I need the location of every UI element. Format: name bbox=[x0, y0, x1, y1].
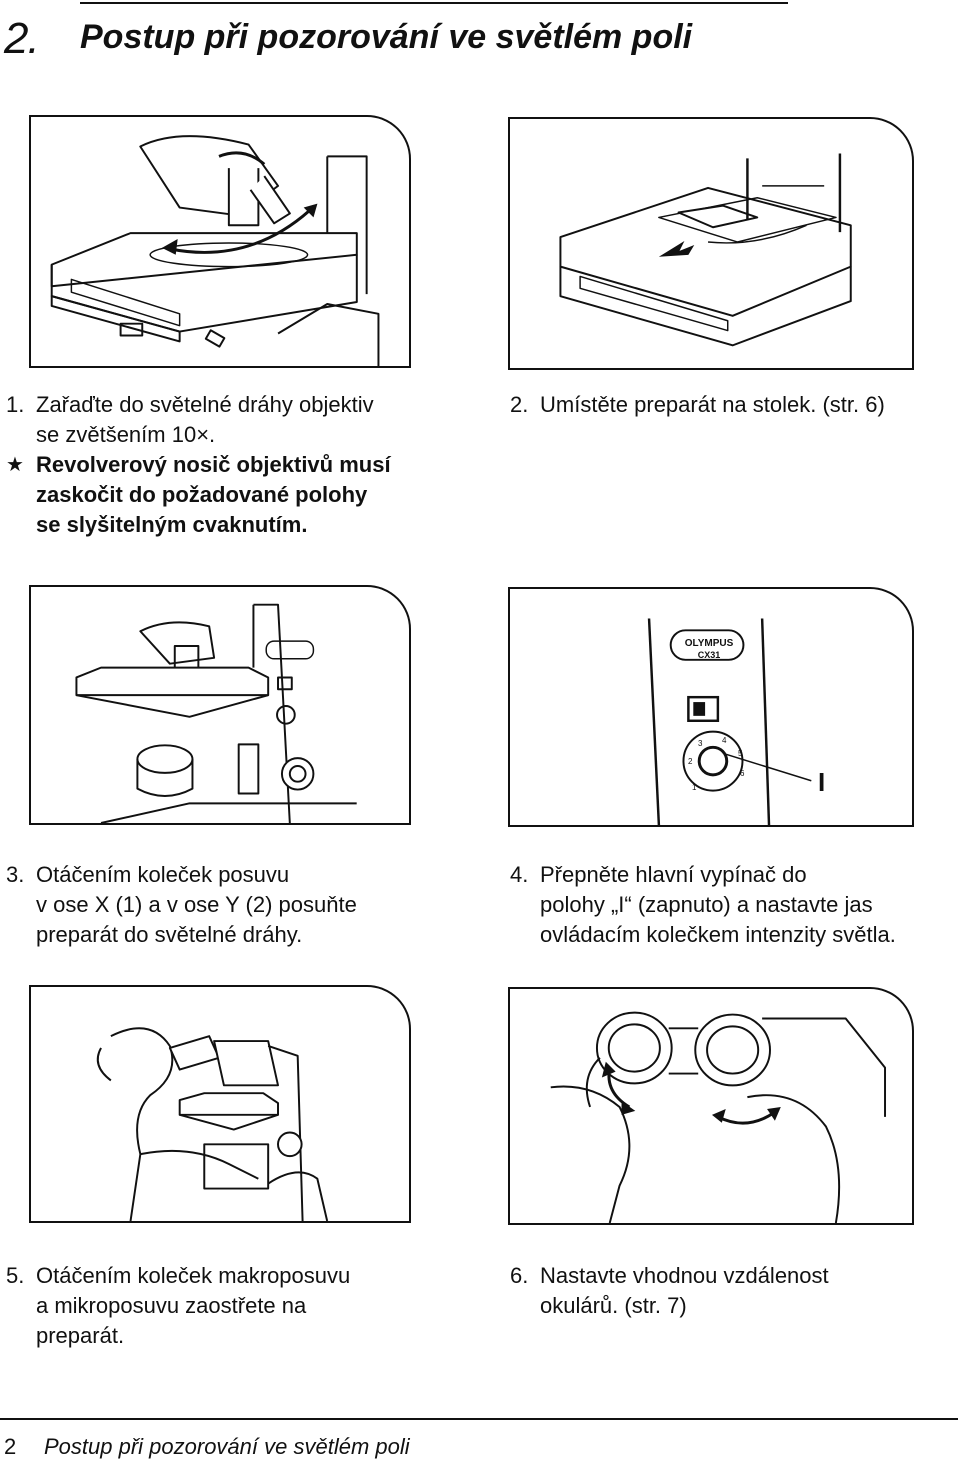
step-line: Otáčením koleček posuvu bbox=[36, 862, 290, 887]
nosepiece-drawing bbox=[50, 135, 380, 366]
step-line: Přepněte hlavní vypínač do bbox=[540, 862, 807, 887]
note-line: Revolverový nosič objektivů musí bbox=[36, 452, 391, 477]
step-number: 5. bbox=[6, 1263, 25, 1288]
step-number: 6. bbox=[510, 1263, 529, 1288]
step-line: preparát. bbox=[36, 1323, 125, 1348]
step-note: ★ Revolverový nosič objektivů musí zasko… bbox=[6, 450, 476, 540]
step-line: ovládacím kolečkem intenzity světla. bbox=[540, 922, 896, 947]
dial-tick-2: 2 bbox=[688, 757, 693, 766]
brand-badge-small bbox=[265, 640, 315, 660]
stage-drawing bbox=[559, 153, 852, 347]
step-number: 1. bbox=[6, 392, 25, 417]
step-4: 4. Přepněte hlavní vypínač do polohy „I“ … bbox=[510, 860, 955, 950]
step-line: Umístěte preparát na stolek. (str. 6) bbox=[540, 392, 885, 417]
focusing-drawing bbox=[96, 1027, 329, 1221]
step-line: Nastavte vhodnou vzdálenost bbox=[540, 1263, 829, 1288]
stage-knobs-drawing bbox=[75, 603, 357, 823]
header-rule bbox=[80, 2, 788, 4]
page-number: 2 bbox=[4, 1434, 17, 1459]
dial-tick-4: 4 bbox=[722, 736, 727, 745]
step-3: 3. Otáčením koleček posuvu v ose X (1) a … bbox=[6, 860, 476, 950]
step-5: 5. Otáčením koleček makroposuvu a mikropo… bbox=[6, 1261, 476, 1351]
step-line: a mikroposuvu zaostřete na bbox=[36, 1293, 307, 1318]
illustration-nosepiece bbox=[29, 115, 411, 368]
step-line: polohy „I“ (zapnuto) a nastavte jas bbox=[540, 892, 873, 917]
step-6: 6. Nastavte vhodnou vzdálenost okulárů. (… bbox=[510, 1261, 950, 1321]
step-line: Otáčením koleček makroposuvu bbox=[36, 1263, 351, 1288]
dial-tick-1: 1 bbox=[692, 783, 697, 792]
eyepieces-drawing bbox=[550, 1011, 887, 1223]
illustration-main-switch: OLYMPUS CX31 1 2 3 4 5 6 I bbox=[508, 587, 914, 827]
step-2: 2. Umístěte preparát na stolek. (str. 6) bbox=[510, 390, 950, 420]
model-label: CX31 bbox=[697, 650, 721, 660]
switch-drawing bbox=[647, 618, 812, 825]
brand-label: OLYMPUS bbox=[684, 638, 734, 649]
note-line: se slyšitelným cvaknutím. bbox=[36, 512, 308, 537]
step-1: 1. Zařaďte do světelné dráhy objektiv se … bbox=[6, 390, 476, 540]
step-number: 4. bbox=[510, 862, 529, 887]
footer-title: Postup při pozorování ve světlém poli bbox=[44, 1434, 410, 1459]
illustration-stage-knobs bbox=[29, 585, 411, 825]
illustration-eyepieces bbox=[508, 987, 914, 1225]
illustration-focusing bbox=[29, 985, 411, 1223]
star-icon: ★ bbox=[6, 454, 24, 476]
dial-tick-3: 3 bbox=[698, 739, 703, 748]
switch-on-mark: I bbox=[818, 767, 826, 797]
step-number: 2. bbox=[510, 392, 529, 417]
step-line: Zařaďte do světelné dráhy objektiv bbox=[36, 392, 374, 417]
illustration-stage bbox=[508, 117, 914, 370]
footer-rule bbox=[0, 1418, 958, 1420]
section-number: 2. bbox=[4, 14, 40, 63]
note-line: zaskočit do požadované polohy bbox=[36, 482, 368, 507]
step-line: v ose X (1) a v ose Y (2) posuňte bbox=[36, 892, 357, 917]
page-title: Postup při pozorování ve světlém poli bbox=[80, 18, 693, 56]
dial-tick-5: 5 bbox=[738, 749, 743, 758]
step-line: okulárů. (str. 7) bbox=[540, 1293, 687, 1318]
step-line: preparát do světelné dráhy. bbox=[36, 922, 303, 947]
dial-tick-6: 6 bbox=[740, 769, 745, 778]
step-number: 3. bbox=[6, 862, 25, 887]
step-line: se zvětšením 10×. bbox=[36, 422, 216, 447]
